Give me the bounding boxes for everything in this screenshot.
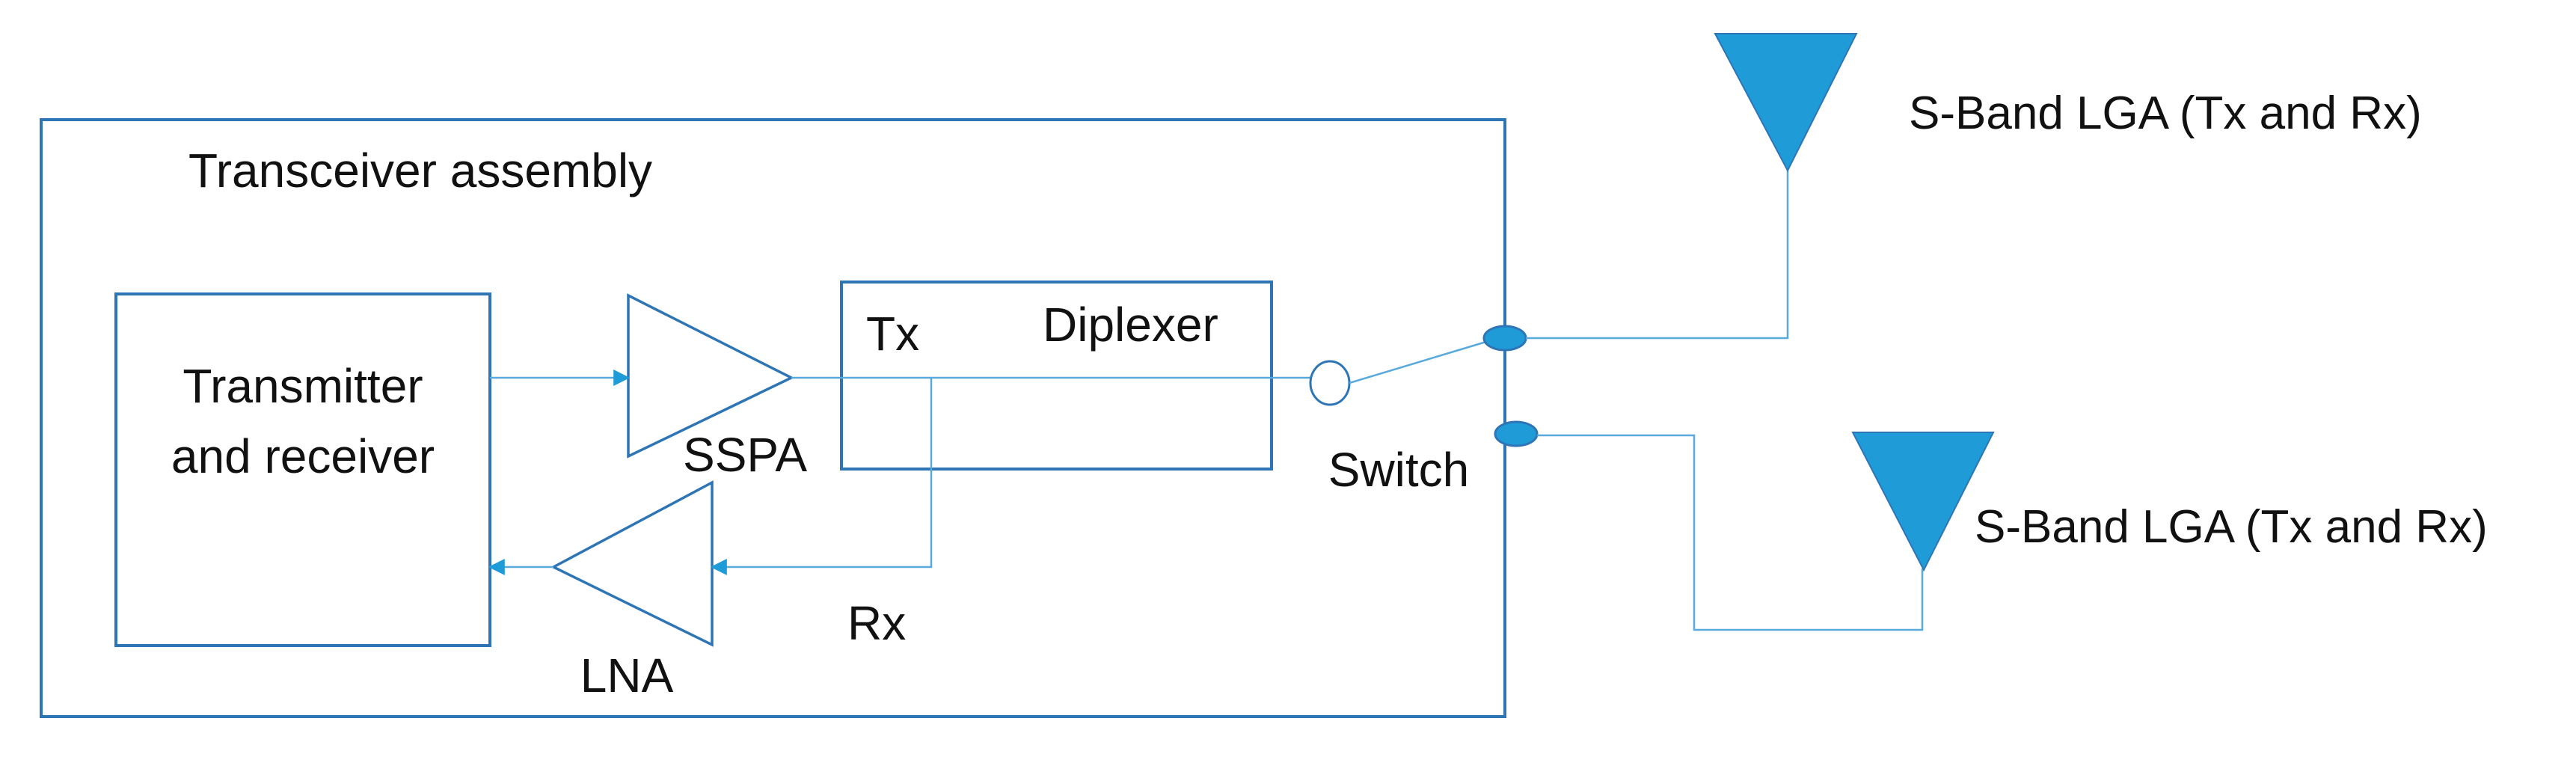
lower-antenna-label: S-Band LGA (Tx and Rx) — [1975, 501, 2488, 553]
transmitter-label-line2: and receiver — [171, 429, 435, 483]
upper-antenna-label: S-Band LGA (Tx and Rx) — [1909, 88, 2422, 139]
rx-port-label: Rx — [847, 596, 906, 650]
upper-antenna-icon — [1714, 33, 1858, 173]
transmitter-receiver-box — [114, 292, 491, 647]
assembly-label: Transceiver assembly — [188, 144, 652, 197]
switch-label: Switch — [1328, 443, 1470, 497]
switch-arm — [1349, 340, 1489, 384]
switch-pivot — [1309, 360, 1351, 406]
diplexer-label: Diplexer — [1043, 298, 1218, 352]
transmitter-label-line1: Transmitter — [183, 359, 423, 413]
upper-antenna-feed — [1526, 168, 1789, 340]
lna-amplifier — [551, 480, 714, 647]
tx-port-label: Tx — [866, 307, 919, 361]
diplexer-rx-wire — [710, 378, 933, 575]
diplexer-box — [840, 281, 1273, 471]
transceiver-assembly-box — [40, 118, 1506, 718]
lower-antenna-icon — [1851, 432, 1995, 572]
sspa-label: SSPA — [683, 428, 807, 482]
switch-contact-lower — [1494, 420, 1539, 447]
switch-contact-upper — [1482, 325, 1527, 352]
lna-label: LNA — [580, 649, 674, 702]
lower-antenna-feed — [1537, 434, 1924, 631]
